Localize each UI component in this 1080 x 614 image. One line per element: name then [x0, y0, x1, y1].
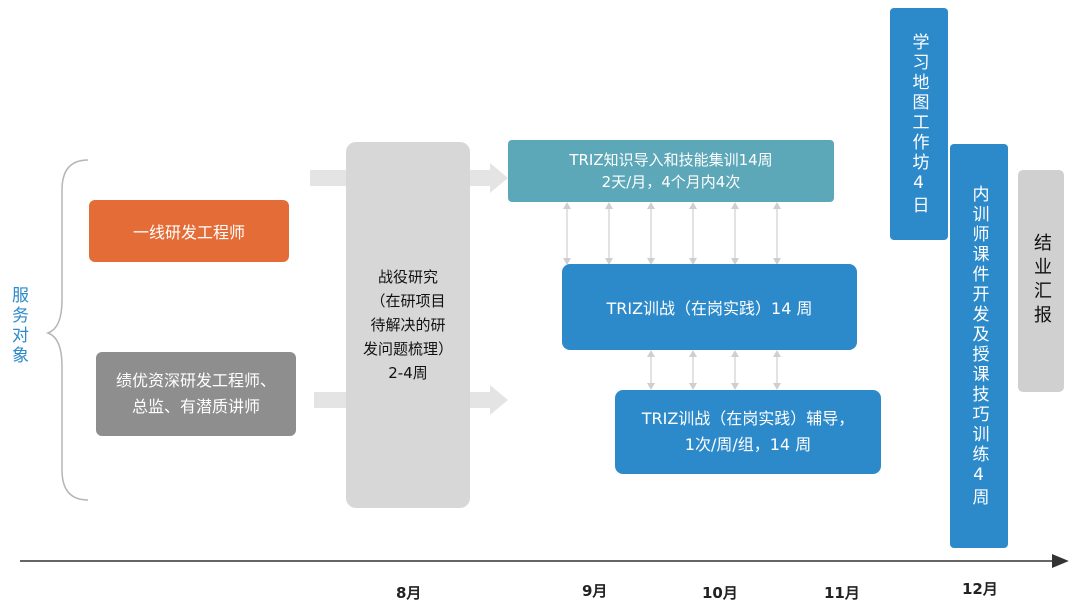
graduation-report: 结业汇报 [1018, 170, 1064, 392]
audience-senior-engineer: 绩优资深研发工程师、 总监、有潜质讲师 [96, 352, 296, 436]
learning-map-workshop: 学习地图工作坊4日 [890, 8, 948, 240]
connectors-top [566, 203, 778, 264]
arrow-to-training-top [470, 163, 508, 193]
month-sep: 9月 [582, 582, 608, 600]
connectors-bottom [650, 351, 778, 389]
arrow-to-phase1-top [310, 170, 346, 186]
learning-map-workshop-text: 学习地图工作坊4日 [908, 32, 929, 216]
triz-practice-coaching: TRIZ训战（在岗实践）辅导， 1次/周/组，14 周 [615, 390, 881, 474]
triz-practice: TRIZ训战（在岗实践）14 周 [562, 264, 857, 350]
graduation-report-text: 结业汇报 [1031, 233, 1052, 329]
trainer-course-development: 内训师课件开发及授课技巧训练4周 [950, 144, 1008, 548]
connector-heads-bottom [647, 350, 781, 390]
triz-knowledge-training: TRIZ知识导入和技能集训14周 2天/月，4个月内4次 [508, 140, 834, 202]
phase-battle-research: 战役研究 （在研项目 待解决的研 发问题梳理） 2-4周 [346, 142, 470, 508]
month-aug: 8月 [396, 584, 422, 602]
triz-knowledge-training-text: TRIZ知识导入和技能集训14周 2天/月，4个月内4次 [569, 151, 773, 191]
arrow-to-practice [470, 385, 508, 415]
audience-brace [45, 159, 89, 501]
trainer-course-development-text: 内训师课件开发及授课技巧训练4周 [968, 184, 989, 508]
phase-battle-research-text: 战役研究 （在研项目 待解决的研 发问题梳理） 2-4周 [362, 268, 453, 382]
month-nov: 11月 [824, 584, 860, 602]
audience-frontline-engineer: 一线研发工程师 [89, 200, 289, 262]
month-oct: 10月 [702, 584, 738, 602]
month-dec: 12月 [962, 580, 998, 598]
service-object-label: 服务对象 [8, 286, 28, 366]
arrow-to-phase1-bottom [314, 392, 346, 408]
connector-heads-top [563, 202, 781, 265]
triz-practice-coaching-text: TRIZ训战（在岗实践）辅导， 1次/周/组，14 周 [641, 409, 855, 454]
audience-frontline-label: 一线研发工程师 [132, 223, 245, 242]
triz-practice-text: TRIZ训战（在岗实践）14 周 [606, 299, 813, 318]
audience-senior-label: 绩优资深研发工程师、 总监、有潜质讲师 [115, 371, 276, 416]
